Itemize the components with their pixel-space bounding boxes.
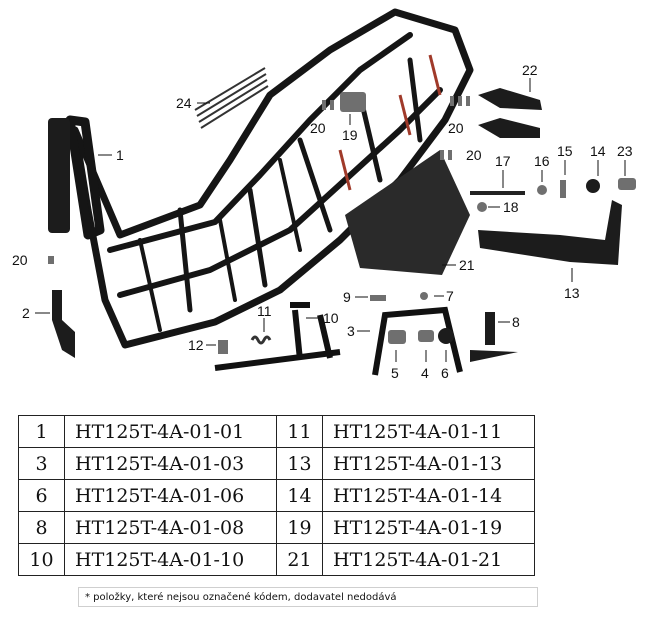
side-stand-part: [372, 306, 463, 376]
part-number: 14: [276, 479, 323, 512]
exploded-parts-diagram: 1 2 3 4 5 6 7 8 9 10 11 12 13 14 15 16 1…: [12, 8, 636, 381]
part-number: 6: [18, 479, 65, 512]
callout-20c: 20: [466, 147, 482, 163]
callout-9: 9: [343, 289, 351, 305]
screws-part-20: [48, 96, 470, 264]
part-number: 21: [276, 543, 323, 576]
table-row: 3 HT125T-4A-01-03 13 HT125T-4A-01-13: [18, 447, 535, 480]
part-number: 11: [276, 415, 323, 448]
callout-3: 3: [347, 323, 355, 339]
table-row: 6 HT125T-4A-01-06 14 HT125T-4A-01-14: [18, 479, 535, 512]
callout-15: 15: [557, 143, 573, 159]
bracket-part-19: [340, 92, 366, 112]
callout-14: 14: [590, 143, 606, 159]
callout-7: 7: [446, 288, 454, 304]
washer-part-7: [420, 292, 428, 300]
spring-part-11: [250, 335, 272, 345]
callout-13: 13: [564, 285, 580, 301]
callout-18: 18: [503, 199, 519, 215]
bushing-part-14: [586, 179, 600, 193]
part-code: HT125T-4A-01-21: [322, 543, 535, 576]
steering-head-part: [48, 118, 70, 233]
callout-10: 10: [323, 310, 339, 326]
callout-6: 6: [441, 365, 449, 381]
callout-23: 23: [617, 143, 633, 159]
callout-12: 12: [188, 337, 204, 353]
bracket-part-22: [478, 88, 542, 138]
callout-8: 8: [512, 314, 520, 330]
bolt-part-15: [560, 180, 566, 198]
part-number: 13: [276, 447, 323, 480]
main-stand-part: [214, 302, 341, 371]
part-number: 19: [276, 511, 323, 544]
swing-arm-part: [478, 200, 622, 265]
callout-19: 19: [342, 127, 358, 143]
table-row: 10 HT125T-4A-01-10 21 HT125T-4A-01-21: [18, 543, 535, 576]
bracket-part-8: [470, 312, 518, 362]
rods-part-24: [194, 67, 269, 129]
callout-4: 4: [421, 365, 429, 381]
washer-part-6: [438, 328, 454, 344]
parts-table: 1 HT125T-4A-01-01 11 HT125T-4A-01-11 3 H…: [18, 415, 535, 576]
part-code: HT125T-4A-01-14: [322, 479, 535, 512]
part-code: HT125T-4A-01-10: [64, 543, 277, 576]
table-row: 1 HT125T-4A-01-01 11 HT125T-4A-01-11: [18, 415, 535, 448]
footnote: * položky, které nejsou označené kódem, …: [78, 587, 538, 607]
main-frame: [65, 8, 474, 349]
bolt-part-12: [218, 340, 228, 354]
pin-part-4: [418, 330, 434, 342]
part-code: HT125T-4A-01-01: [64, 415, 277, 448]
callout-22: 22: [522, 62, 538, 78]
part-number: 10: [18, 543, 65, 576]
washer-part-18: [477, 202, 487, 212]
part-number: 3: [18, 447, 65, 480]
callout-24: 24: [176, 95, 192, 111]
callout-21: 21: [459, 257, 475, 273]
bushing-part-23: [618, 178, 636, 190]
callout-16: 16: [534, 153, 550, 169]
part-code: HT125T-4A-01-08: [64, 511, 277, 544]
bushing-part-5: [388, 330, 406, 344]
callout-11: 11: [257, 303, 272, 319]
callout-5: 5: [391, 365, 399, 381]
part-code: HT125T-4A-01-06: [64, 479, 277, 512]
callout-2: 2: [22, 305, 30, 321]
part-number: 1: [18, 415, 65, 448]
part-code: HT125T-4A-01-03: [64, 447, 277, 480]
part-code: HT125T-4A-01-19: [322, 511, 535, 544]
callout-20a: 20: [310, 120, 326, 136]
callout-17: 17: [495, 153, 511, 169]
callout-20d: 20: [12, 252, 28, 268]
undertray-part: [345, 150, 470, 275]
washer-part-16: [537, 185, 547, 195]
leader-lines: [35, 78, 626, 362]
part-number: 8: [18, 511, 65, 544]
bolt-part-9: [370, 295, 386, 301]
bracket-part-2: [52, 290, 75, 358]
part-code: HT125T-4A-01-13: [322, 447, 535, 480]
callout-1: 1: [116, 147, 124, 163]
callout-20b: 20: [448, 120, 464, 136]
table-row: 8 HT125T-4A-01-08 19 HT125T-4A-01-19: [18, 511, 535, 544]
part-code: HT125T-4A-01-11: [322, 415, 535, 448]
